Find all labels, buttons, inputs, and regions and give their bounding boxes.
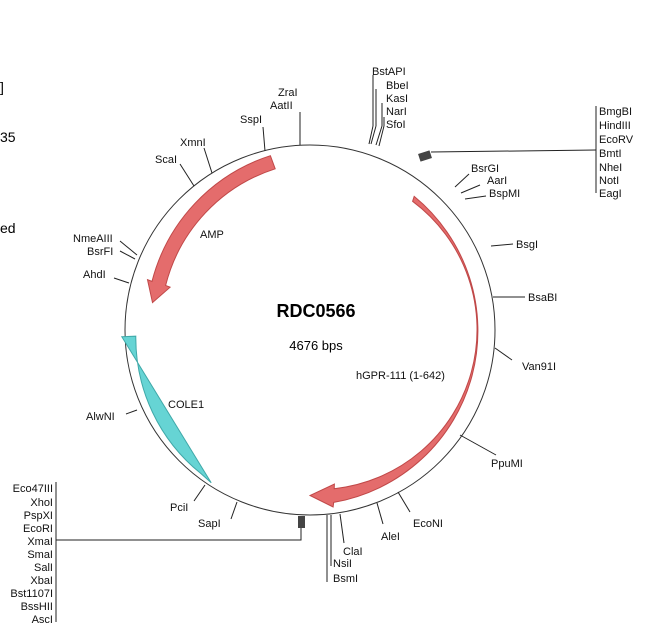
site-label-bsrgi: BsrGI [471, 163, 499, 175]
site-label-econi: EcoNI [413, 518, 443, 530]
site-label-sapi: SapI [198, 518, 221, 530]
site-label-ahdi: AhdI [83, 269, 106, 281]
site-label-bsrfi: BsrFI [87, 246, 113, 258]
site-label-zrai: ZraI [278, 87, 298, 99]
site-label-scai: ScaI [155, 154, 177, 166]
amp-feature-arrow [146, 155, 276, 304]
site-label-kasi: KasI [386, 93, 408, 105]
site-label-xmni: XmnI [180, 137, 206, 149]
site-tick [376, 502, 384, 525]
plasmid-size: 4676 bps [289, 338, 343, 353]
plasmid-backbone [124, 144, 496, 516]
cropped-text-fragment: 35 [0, 129, 16, 145]
site-label-bsmi: BsmI [333, 573, 358, 585]
site-tick [262, 126, 266, 152]
site-label-alwni: AlwNI [86, 411, 115, 423]
site-label-van91i: Van91I [522, 361, 556, 373]
hgpr-label: hGPR-111 (1-642) [356, 370, 445, 382]
site-label-sspi: SspI [240, 114, 262, 126]
site-label-bsabi: BsaBI [528, 292, 557, 304]
site-label-aatii: AatII [270, 100, 293, 112]
plasmid-name: RDC0566 [276, 301, 355, 321]
site-label-bsshii: BssHII [21, 601, 53, 613]
site-label-bsgi: BsgI [516, 239, 538, 251]
site-label-noti: NotI [599, 175, 619, 187]
site-label-pcii: PciI [170, 502, 188, 514]
site-tick [460, 184, 481, 194]
site-tick [459, 434, 497, 456]
site-label-eagi: EagI [599, 188, 622, 200]
site-label-ecori: EcoRI [23, 523, 53, 535]
site-label-hindiii: HindIII [599, 120, 631, 132]
site-label-aari: AarI [487, 175, 507, 187]
mcs-leader [56, 528, 302, 541]
site-tick [193, 484, 206, 502]
site-label-bbei: BbeI [386, 80, 409, 92]
mcs-marker [298, 516, 305, 528]
site-tick [368, 125, 374, 145]
site-label-smai: SmaI [27, 549, 53, 561]
site-label-nsii: NsiI [333, 558, 352, 570]
site-label-clai: ClaI [343, 546, 363, 558]
site-label-sali: SalI [34, 562, 53, 574]
cole1-label: COLE1 [168, 399, 204, 411]
site-tick [397, 491, 411, 513]
site-label-bmgbi: BmgBI [599, 106, 632, 118]
site-label-xbai: XbaI [30, 575, 53, 587]
site-tick [370, 125, 377, 145]
site-label-bst1107i: Bst1107I [10, 588, 53, 600]
site-tick [179, 163, 195, 187]
site-label-ecorv: EcoRV [599, 134, 634, 146]
site-tick [230, 501, 238, 520]
site-tick [125, 409, 138, 415]
site-label-pspxi: PspXI [24, 510, 53, 522]
site-label-nhei: NheI [599, 162, 622, 174]
site-tick [494, 347, 513, 361]
amp-label: AMP [200, 229, 224, 241]
site-label-nmeaiii: NmeAIII [73, 233, 113, 245]
site-tick [119, 250, 136, 260]
site-tick [339, 513, 345, 544]
site-tick [464, 195, 487, 200]
site-label-bmti: BmtI [599, 148, 622, 160]
site-label-asci: AscI [32, 614, 53, 626]
site-label-xmai: XmaI [27, 536, 53, 548]
cropped-text-fragment: ] [0, 79, 4, 95]
site-tick [375, 125, 383, 146]
site-tick [490, 243, 514, 247]
site-label-alei: AleI [381, 531, 400, 543]
cropped-text-fragment: ed [0, 220, 16, 236]
mcs-marker [418, 150, 432, 162]
site-tick [378, 125, 385, 147]
site-label-sfoi: SfoI [386, 119, 406, 131]
hgpr-feature-arrow [308, 195, 479, 508]
site-label-ppumi: PpuMI [491, 458, 523, 470]
site-label-xhoi: XhoI [30, 497, 53, 509]
site-tick [203, 147, 213, 174]
site-label-nari: NarI [386, 106, 407, 118]
site-label-bstapi: BstAPI [372, 66, 406, 78]
site-tick [119, 240, 138, 256]
site-label-eco47iii: Eco47III [13, 483, 53, 495]
cole1-feature-arc [120, 335, 212, 484]
site-tick [113, 277, 130, 284]
site-label-bspmi: BspMI [489, 188, 520, 200]
site-tick [454, 173, 470, 188]
mcs-leader [430, 149, 597, 153]
